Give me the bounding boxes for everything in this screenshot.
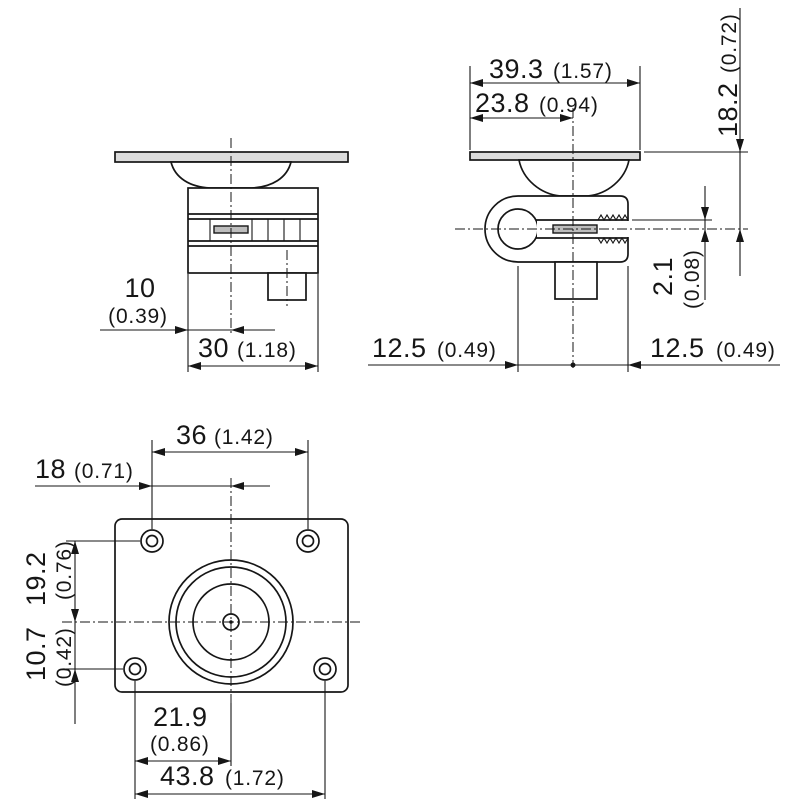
mounting-hole [140, 529, 164, 553]
mounting-hole-outer [313, 657, 337, 681]
dim-label-inch: (1.18) [237, 339, 297, 362]
dim-label-mm: 39.3 [489, 54, 544, 84]
dim-label-inch: (0.71) [74, 460, 134, 483]
dim-center-dot [570, 362, 576, 368]
side-view: 39.3 (1.57) 23.8 (0.94) 18.2 (0.72) 2.1 … [368, 8, 780, 372]
front-view: 10 (0.39) 30 (1.18) [100, 138, 349, 372]
mounting-hole [123, 657, 147, 681]
dim-label-inch: (1.42) [214, 426, 274, 449]
dim-label-inch: (0.94) [539, 94, 599, 117]
dim-label-mm: 12.5 [372, 333, 427, 363]
front-clamp-block [187, 187, 319, 274]
dim-label-mm: 21.9 [153, 702, 208, 732]
side-screw-thread [597, 236, 629, 245]
mounting-hole [296, 529, 320, 553]
side-clamp-screw [554, 261, 598, 300]
mounting-hole-inner [301, 534, 315, 548]
top-view: 36 (1.42) 18 (0.71) 19.2 (0.76) 10.7 (0.… [21, 420, 360, 799]
dim-label-mm: 2.1 [648, 257, 678, 296]
mounting-hole [313, 657, 337, 681]
side-ball-joint [517, 159, 631, 197]
side-screw-thread [597, 213, 629, 222]
dim-label-inch: (1.72) [225, 767, 285, 790]
mounting-hole-outer [140, 529, 164, 553]
dim-label-inch: (0.72) [718, 13, 741, 73]
dim-label-inch: (0.76) [53, 540, 76, 600]
mounting-hole-inner [318, 662, 332, 676]
dim-label-mm: 10.7 [21, 626, 51, 681]
dim-label-mm: 18 [35, 454, 66, 484]
side-mounting-plate [469, 151, 641, 161]
dim-label-mm: 36 [176, 420, 207, 450]
dim-label-mm: 12.5 [650, 333, 705, 363]
dim-label-inch: (0.86) [150, 733, 210, 756]
dim-label-inch: (0.42) [53, 627, 76, 687]
dim-label-mm: 30 [198, 333, 229, 363]
dim-label-inch: (0.39) [108, 305, 168, 328]
dim-label-inch: (0.49) [437, 339, 497, 362]
mounting-hole-inner [145, 534, 159, 548]
dim-label-inch: (0.08) [681, 249, 704, 309]
dim-label-inch: (0.49) [716, 339, 776, 362]
dim-label-mm: 10 [124, 273, 155, 303]
mounting-hole-outer [123, 657, 147, 681]
dim-label-mm: 19.2 [21, 551, 51, 606]
dim-label-mm: 23.8 [475, 88, 530, 118]
dim-label-mm: 18.2 [713, 82, 743, 137]
mounting-hole-inner [128, 662, 142, 676]
dim-label-inch: (1.57) [553, 60, 613, 83]
mounting-hole-outer [296, 529, 320, 553]
dim-label-mm: 43.8 [160, 761, 215, 791]
